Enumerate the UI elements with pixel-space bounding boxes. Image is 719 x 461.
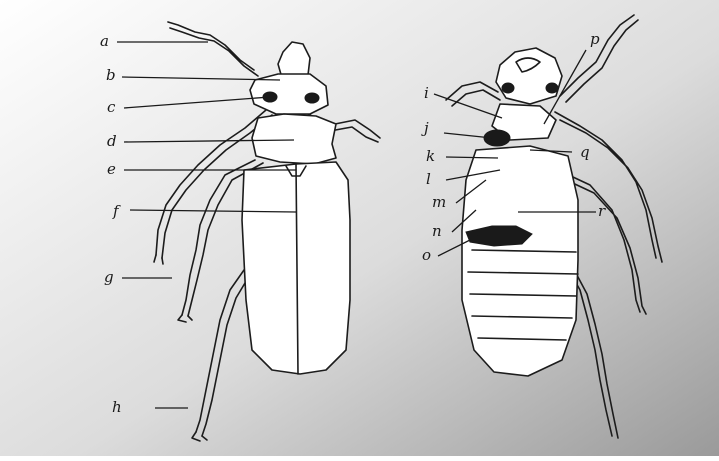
label-i: i [424, 84, 429, 102]
label-h: h [112, 398, 122, 416]
label-l: l [426, 170, 431, 188]
label-k: k [426, 147, 435, 165]
dorsal-pronotum [252, 114, 336, 164]
ventral-eye-left [502, 83, 514, 93]
ventral-eye-right [546, 83, 558, 93]
label-g: g [104, 268, 114, 286]
label-p: p [590, 30, 600, 48]
label-b: b [106, 66, 116, 84]
label-n: n [432, 222, 442, 240]
label-c: c [107, 98, 116, 116]
ventral-body [462, 146, 578, 376]
dorsal-eye-right [305, 93, 319, 103]
label-o: o [422, 246, 431, 264]
label-r: r [598, 202, 606, 220]
label-q: q [580, 143, 590, 161]
label-a: a [100, 32, 109, 50]
label-m: m [432, 193, 446, 211]
label-e: e [107, 160, 116, 178]
label-d: d [107, 132, 117, 150]
